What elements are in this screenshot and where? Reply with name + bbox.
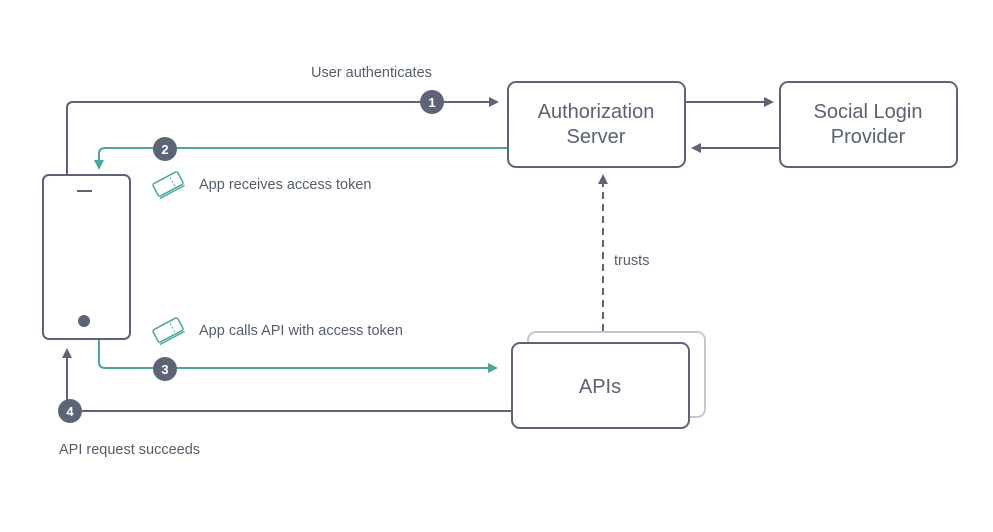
step2-arrow	[94, 147, 507, 170]
step1-arrow	[66, 97, 499, 174]
authorization-server-node: Authorization Server	[507, 81, 686, 168]
authorization-server-label-line1: Authorization	[538, 101, 655, 123]
access-token-ticket-icon	[152, 317, 185, 346]
step2-label: App receives access token	[199, 177, 371, 193]
social-provider-label-line2: Provider	[831, 126, 906, 148]
step3-badge: 3	[153, 357, 177, 381]
apis-node: APIs	[511, 331, 706, 429]
apis-label: APIs	[579, 376, 621, 398]
svg-text:1: 1	[428, 95, 435, 110]
authorization-server-label-line2: Server	[567, 126, 626, 148]
mobile-phone-icon	[42, 174, 131, 340]
step3-label: App calls API with access token	[199, 323, 403, 339]
step4-label: API request succeeds	[59, 442, 200, 458]
social-provider-label-line1: Social Login	[814, 101, 923, 123]
social-login-provider-node: Social Login Provider	[779, 81, 958, 168]
step4-arrow	[62, 348, 511, 412]
svg-text:4: 4	[66, 404, 74, 419]
step4-badge: 4	[58, 399, 82, 423]
access-token-ticket-icon	[152, 171, 185, 200]
svg-text:2: 2	[161, 142, 168, 157]
step2-badge: 2	[153, 137, 177, 161]
step3-arrow	[98, 340, 498, 373]
step1-label: User authenticates	[311, 65, 432, 81]
trusts-label: trusts	[614, 253, 649, 269]
svg-text:3: 3	[161, 362, 168, 377]
step1-badge: 1	[420, 90, 444, 114]
